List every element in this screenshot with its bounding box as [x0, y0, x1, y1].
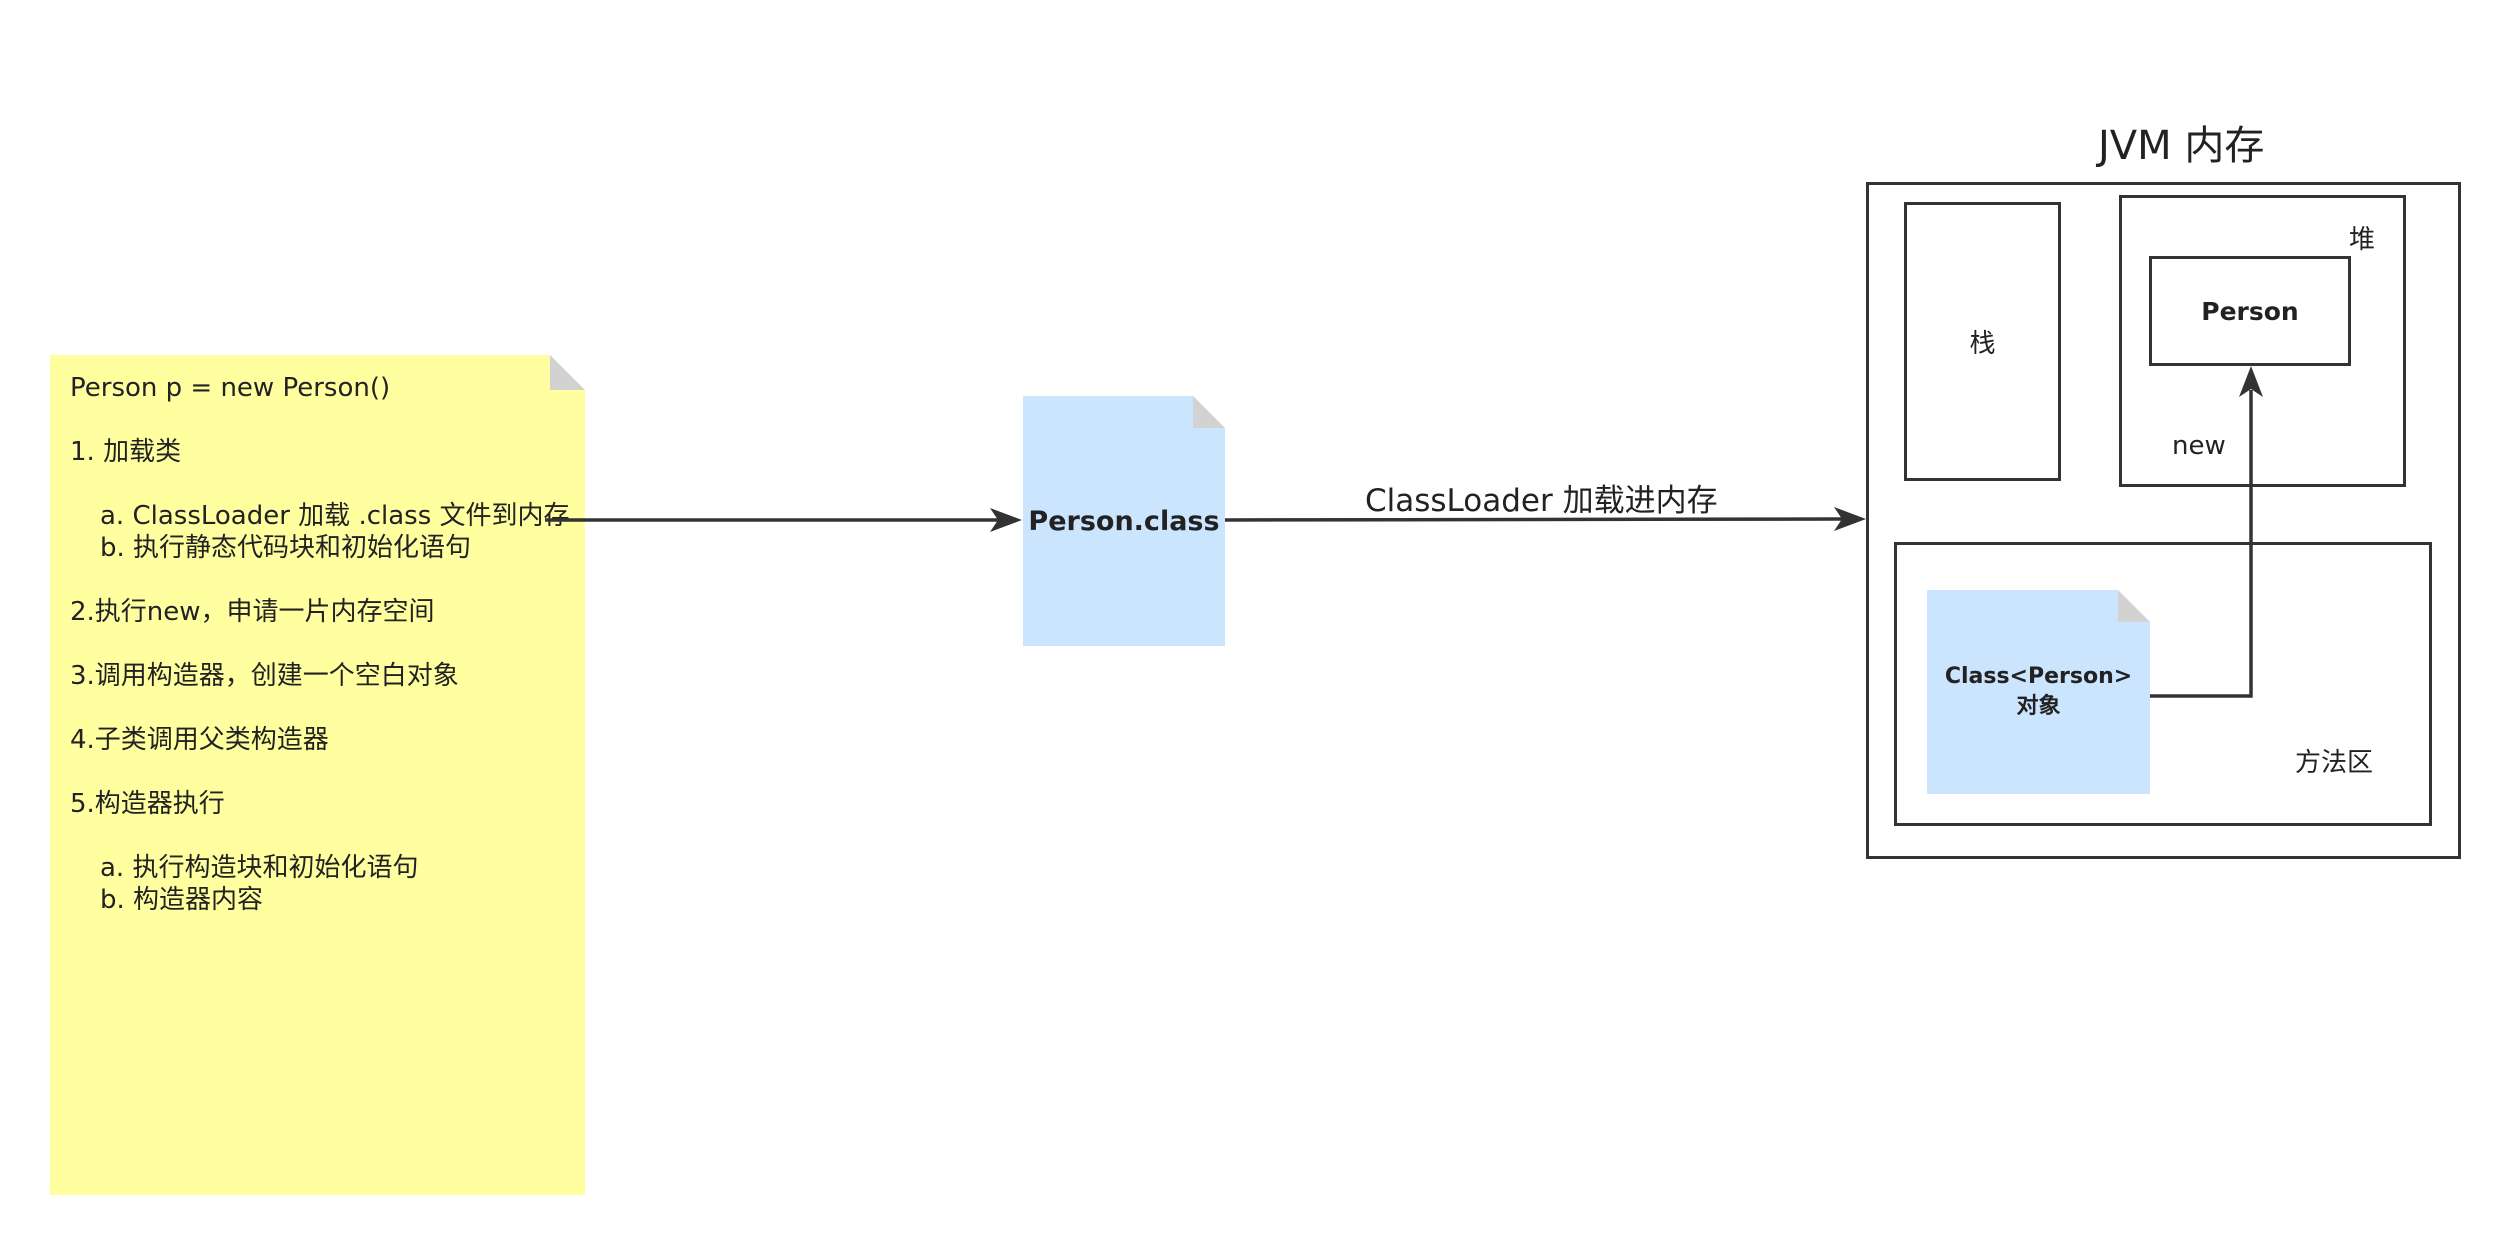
note-step-1b: b. 执行静态代码块和初始化语句 — [100, 533, 472, 563]
stack-label: 栈 — [1969, 329, 1996, 359]
sticky-note — [50, 355, 585, 1195]
class-file-label: Person.class — [1028, 505, 1220, 537]
heap-box — [2119, 195, 2406, 487]
sticky-note-text: Person p = new Person() 1. 加载类 a. ClassL… — [70, 372, 590, 916]
person-object-box: Person — [2149, 256, 2351, 366]
arrowhead-class-file — [990, 508, 1022, 532]
method-area-label: 方法区 — [2295, 748, 2374, 778]
note-step-4: 4.子类调用父类构造器 — [70, 725, 329, 755]
method-area-box — [1894, 542, 2432, 826]
note-line-code: Person p = new Person() — [70, 373, 391, 403]
note-step-5: 5.构造器执行 — [70, 789, 225, 819]
arrowhead-jvm — [1834, 507, 1866, 531]
arrowhead-person — [2239, 366, 2263, 397]
jvm-title: JVM 内存 — [2098, 123, 2265, 169]
note-step-3: 3.调用构造器，创建一个空白对象 — [70, 661, 459, 691]
class-object-line2: 对象 — [2016, 694, 2061, 719]
jvm-memory-box — [1866, 182, 2461, 859]
note-step-1a: a. ClassLoader 加载 .class 文件到内存 — [100, 501, 570, 531]
classloader-arrow-label: ClassLoader 加载进内存 — [1365, 483, 1718, 519]
stack-box: 栈 — [1904, 202, 2061, 481]
class-object-line1: Class<Person> — [1944, 664, 2133, 689]
note-step-1: 1. 加载类 — [70, 437, 182, 467]
new-label: new — [2172, 431, 2226, 461]
person-object-label: Person — [2201, 296, 2299, 326]
note-step-2: 2.执行new，申请一片内存空间 — [70, 597, 435, 627]
heap-label: 堆 — [2349, 225, 2376, 255]
arrow-class-object-to-person — [2150, 390, 2253, 698]
arrow-class-file-to-jvm — [1224, 517, 1843, 522]
note-step-5a: a. 执行构造块和初始化语句 — [100, 853, 419, 883]
class-object-doc — [1927, 590, 2150, 794]
note-step-5b: b. 构造器内容 — [100, 885, 264, 915]
class-object-label: Class<Person> 对象 — [1927, 590, 2150, 794]
class-file-doc — [1023, 396, 1225, 646]
